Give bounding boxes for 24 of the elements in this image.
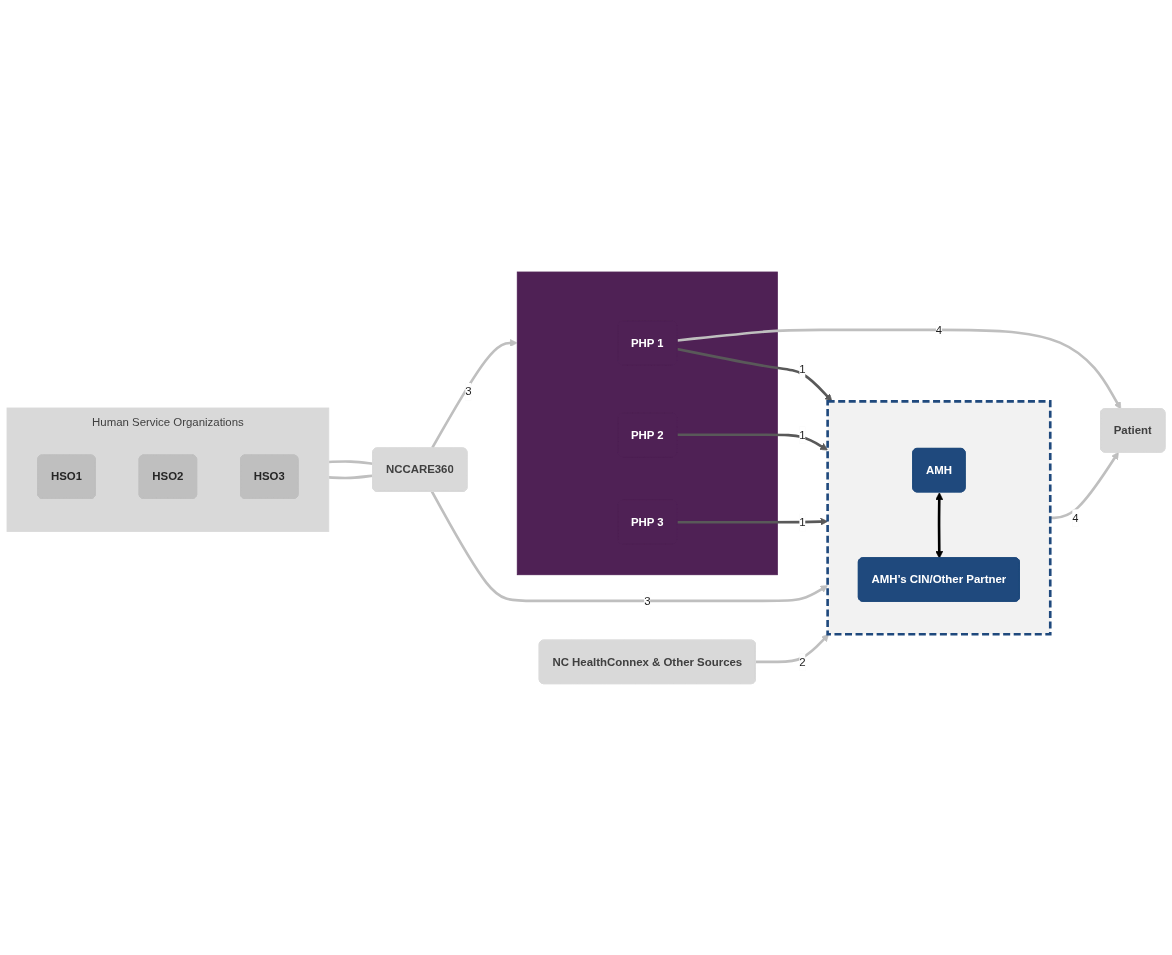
arrow — [935, 492, 944, 559]
arrow — [430, 490, 828, 602]
arrow — [677, 328, 1122, 410]
arrow — [676, 347, 833, 402]
connector — [328, 459, 373, 465]
arrow — [431, 338, 518, 449]
cluster — [516, 271, 778, 575]
edge-label: 1 — [799, 362, 806, 376]
arrow — [676, 433, 828, 451]
edge-label: 2 — [799, 654, 806, 668]
edge-label: 1 — [799, 427, 806, 441]
node-text: PHP 2 — [630, 427, 664, 441]
edge-label: 4 — [935, 322, 943, 336]
edge-label: 4 — [1072, 510, 1079, 524]
node-text: PHP 3 — [630, 515, 664, 529]
edge-label: 3 — [465, 384, 472, 398]
arrow — [1050, 451, 1119, 519]
connector — [328, 474, 373, 479]
node-text: PHP 1 — [630, 335, 664, 349]
edge-label: 3 — [644, 593, 651, 607]
cluster — [826, 399, 1052, 636]
edge-label: 1 — [799, 515, 806, 529]
arrow — [755, 633, 830, 663]
arrow — [676, 517, 828, 526]
